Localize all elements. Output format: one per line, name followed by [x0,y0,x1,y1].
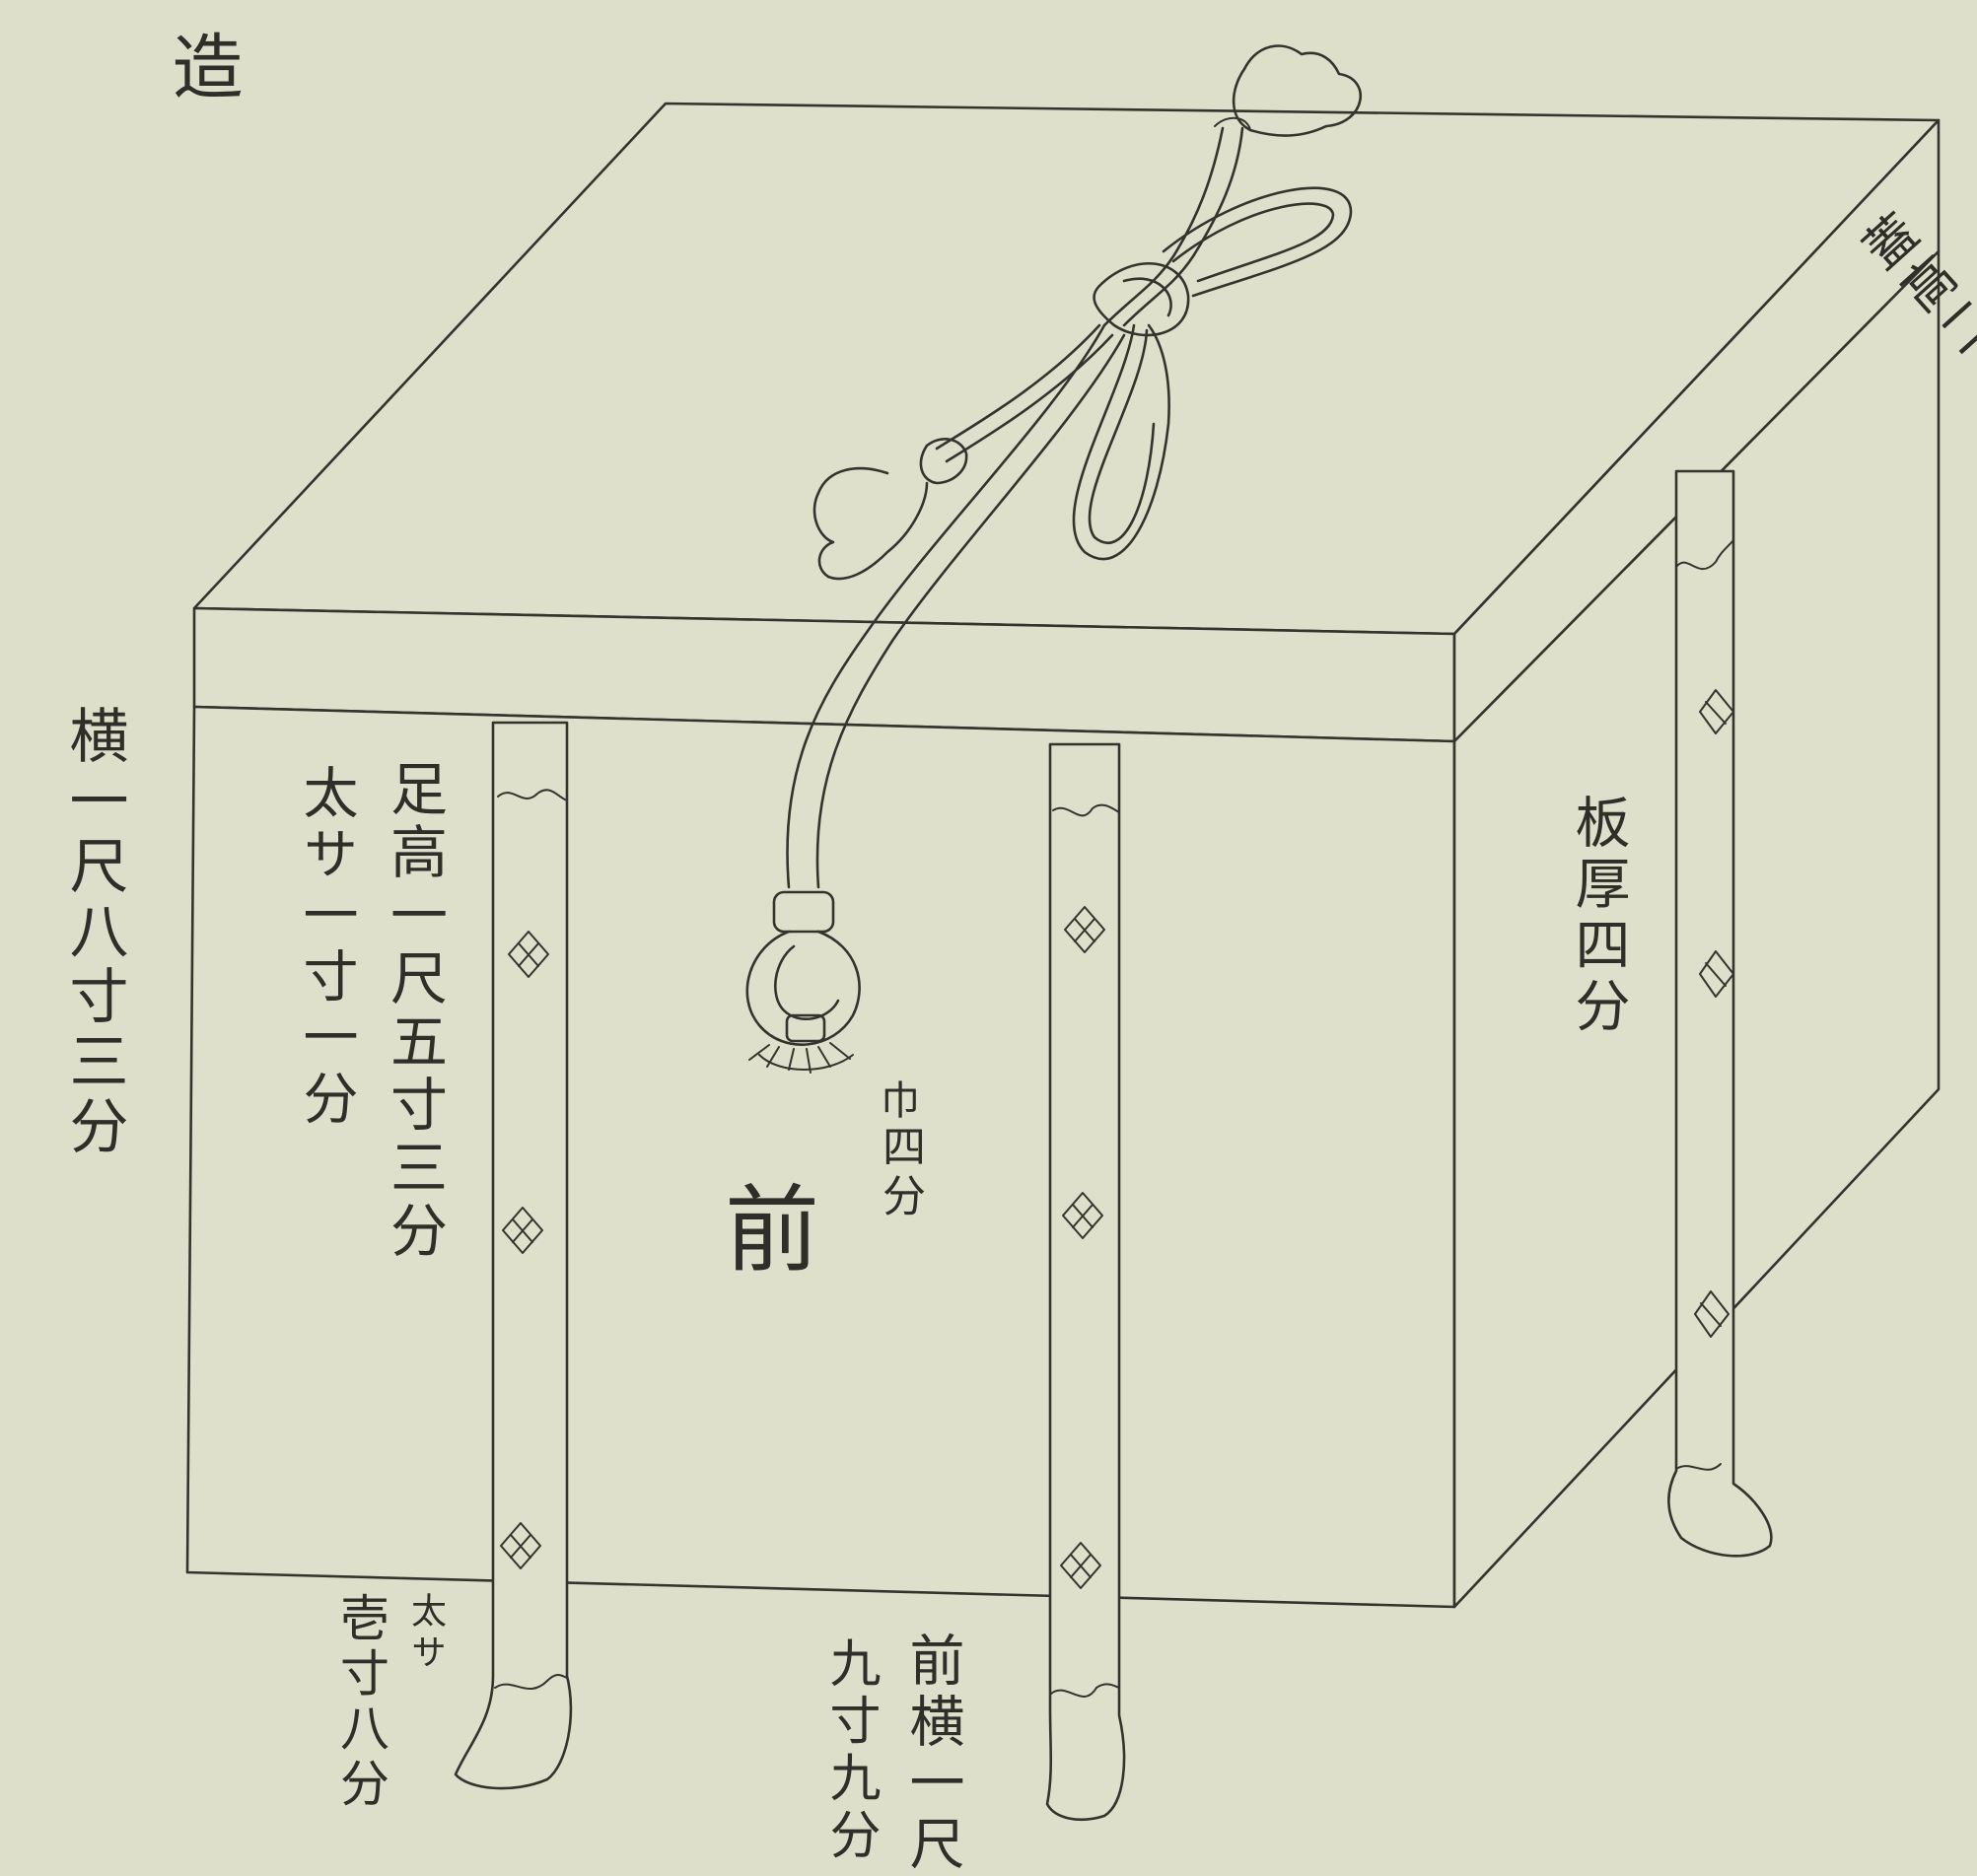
diamond-ornament-icon [1060,1542,1101,1589]
diamond-ornament-icon [502,1207,543,1254]
diamond-ornament-icon [1062,1192,1103,1239]
board-thickness-label: 板厚四分 [1566,794,1630,1038]
bottom-right-value-label: 九寸九分 [820,1636,880,1865]
front-mark-label: 前 [725,1175,819,1285]
front-right-leg [1045,742,1126,1822]
bottom-right-head-label: 前横一尺 [900,1632,964,1876]
diamond-ornament-icon [1694,1290,1730,1338]
leg-width-label: 太サ一寸一分 [294,764,358,1131]
diamond-ornament-icon [508,931,549,978]
diamond-ornaments [500,689,1734,1589]
width-small-value-label: 四分 [875,1124,925,1222]
right-rear-leg [1667,469,1773,1558]
width-left-label: 横一尺八寸三分 [59,705,128,1160]
diamond-ornament-icon [500,1522,541,1569]
bottom-left-head-label: 太サ [405,1592,446,1675]
diamond-ornament-icon [1699,689,1734,734]
tasseled-cord-icon [745,44,1362,1074]
front-left-leg [454,721,573,1790]
width-small-head-label: 巾 [874,1079,919,1125]
diamond-ornament-icon [1064,906,1105,953]
bottom-left-value-label: 壱寸八分 [332,1592,389,1813]
corner-fragment-label: 造 [160,30,243,106]
metal-ring-icon [745,890,861,1074]
leg-height-label: 足高一尺五寸三分 [381,759,448,1264]
diamond-ornament-icon [1699,950,1734,998]
